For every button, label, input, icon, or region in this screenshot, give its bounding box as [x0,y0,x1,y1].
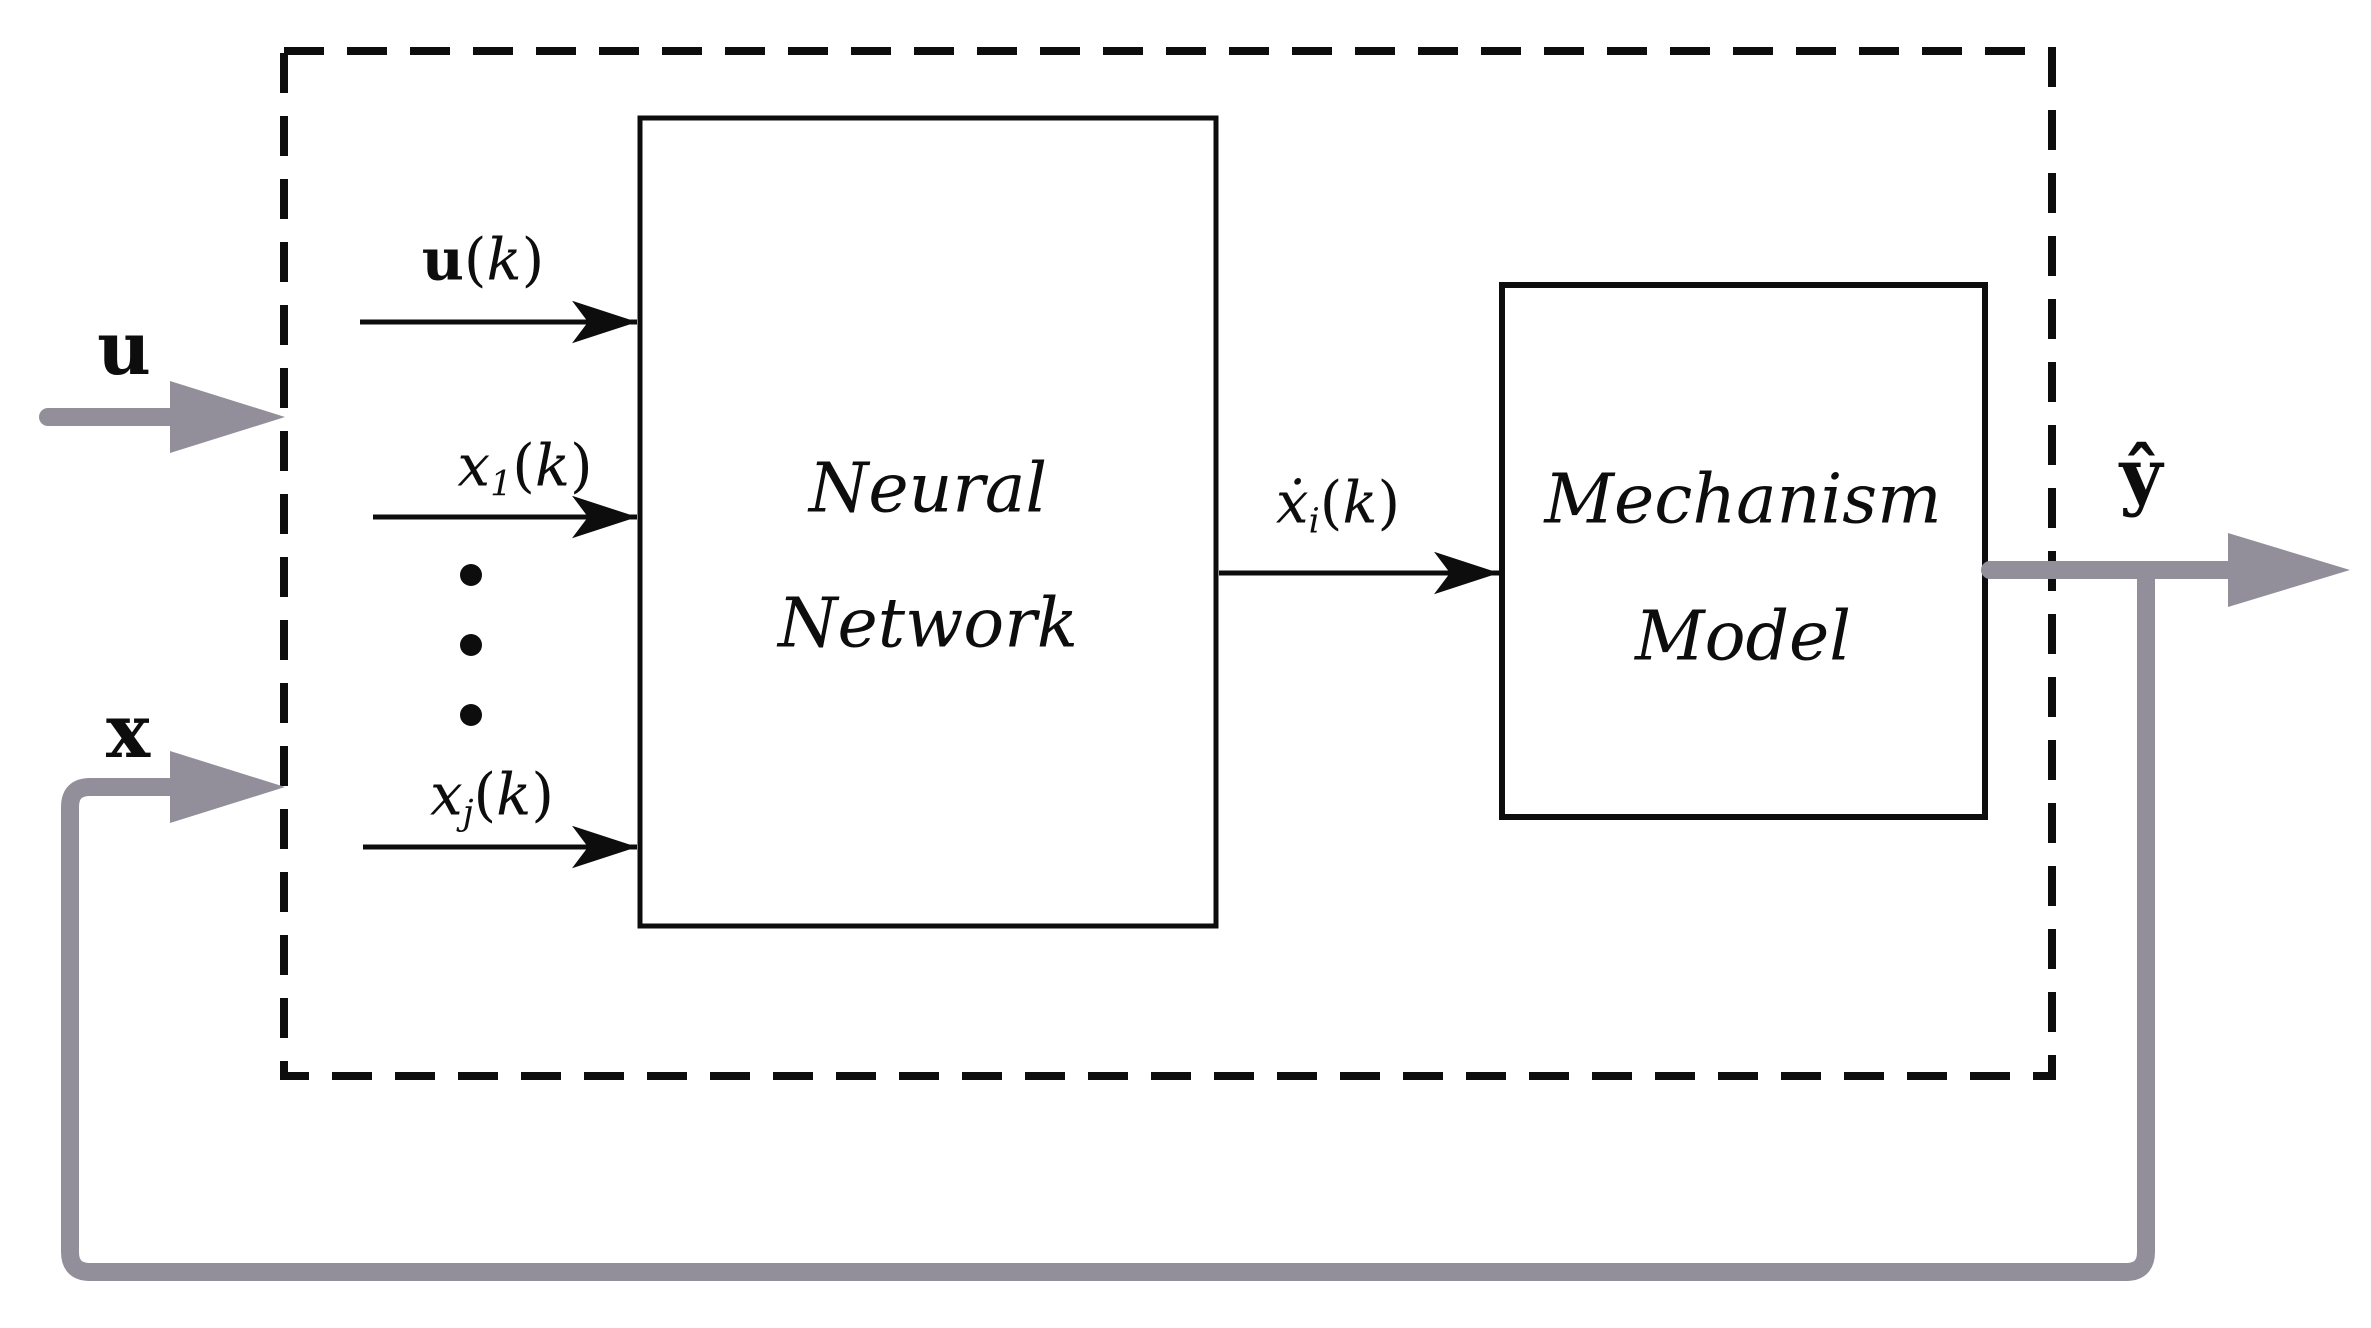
signal-u-k-base: u [421,225,464,294]
signal-x1-k-arg: k [534,431,571,500]
signal-x1-k-open: ( [512,431,535,500]
signal-x1-k-sub: 1 [490,464,513,505]
signal-u-k-arg: k [486,225,522,294]
signal-xj-k-close: ) [531,760,554,829]
mechanism-model-label-line1: Mechanism [1544,460,1942,540]
signal-x1-k-close: ) [570,431,593,500]
ellipsis-dot [460,634,482,656]
x-input-arrowhead [170,751,285,823]
u-input-arrowhead [170,381,285,453]
signal-xdot-i-k-arg: k [1342,468,1378,537]
y-hat-output-arrowhead [2228,533,2350,607]
signal-xj-k-base: x [430,760,463,829]
signal-u-k-open: ( [463,225,487,294]
signal-xj-k-sub: j [462,793,474,834]
signal-u-k-close: ) [521,225,545,294]
signal-xdot-i-k-open: ( [1319,468,1343,537]
signal-xdot-i-k-sub: i [1308,501,1320,542]
mechanism-model-label-line2: Model [1634,597,1852,677]
signal-xdot-i-k-close: ) [1377,468,1401,537]
label-input-u: u [97,306,151,392]
signal-label-x1-k: x1(k) [457,432,592,505]
mechanism-model-block [1499,282,1988,820]
label-output-y-hat: ŷ [2119,433,2163,519]
label-input-x: x [105,689,151,775]
neural-network-label-line2: Network [778,584,1078,664]
neural-network-label-line1: Neural [808,449,1048,529]
ellipsis-dot [460,564,482,586]
signal-x1-k-base: x [457,431,491,500]
neural-network-block [637,115,1219,929]
signal-xdot-i-k-base: ẋ [1275,468,1309,537]
ellipsis-dot [460,704,482,726]
ellipsis-dots [460,564,482,726]
signal-label-u-k: u(k) [422,226,545,299]
signal-xj-k-arg: k [496,760,532,829]
feedback-loop-line [61,563,2155,1281]
signal-label-xj-k: xj(k) [430,761,554,834]
signal-label-xdot-i-k: ẋi(k) [1276,469,1400,542]
signal-xj-k-open: ( [473,760,497,829]
